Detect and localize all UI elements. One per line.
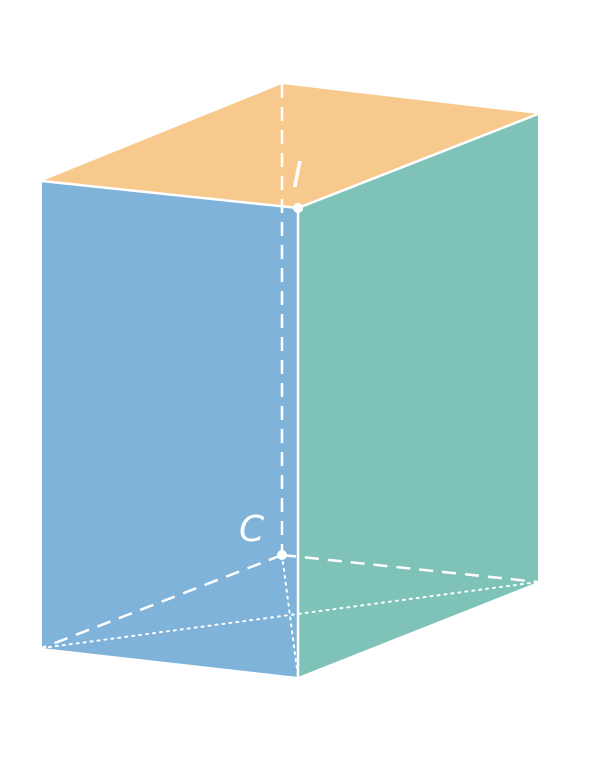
top-face <box>42 84 538 208</box>
front-right-face <box>298 114 538 677</box>
bottom-diagonal-1 <box>41 581 539 649</box>
edge-top-front <box>41 179 299 210</box>
bottom-diagonal-2 <box>281 554 299 678</box>
front-left-face <box>42 181 298 677</box>
edge-hidden-bottom-left <box>41 553 283 650</box>
edge-hidden-bottom-right <box>281 553 539 584</box>
visible-edges <box>41 112 539 677</box>
bottom-diagonals <box>41 554 539 678</box>
vertex-point-bottom <box>277 550 287 560</box>
vertex-label-bottom: C <box>239 509 265 550</box>
edge-top-right <box>297 112 539 210</box>
hidden-edges <box>41 84 539 650</box>
vertex-label-top: I <box>292 155 303 196</box>
vertex-point-top <box>293 203 303 213</box>
